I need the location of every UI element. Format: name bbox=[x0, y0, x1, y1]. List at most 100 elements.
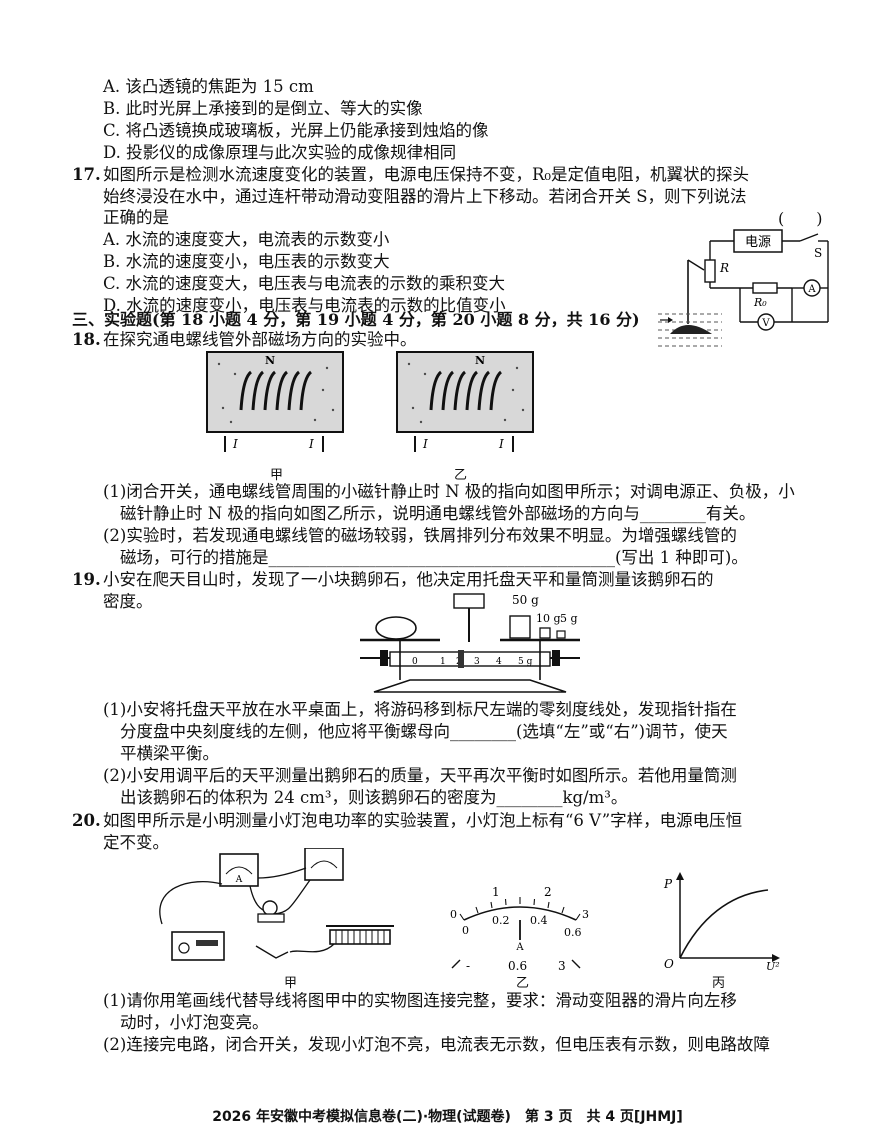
weight-10g-label: 10 g bbox=[536, 612, 561, 625]
q20-caption-yi: 乙 bbox=[516, 976, 530, 991]
dial-end-0-inner: 0 bbox=[462, 924, 469, 937]
wing-probe bbox=[670, 325, 712, 334]
q17-answer-paren: ( ) bbox=[778, 209, 823, 228]
ammeter-device-label: A bbox=[235, 875, 243, 885]
q18-figure-jia: N I I bbox=[206, 351, 344, 452]
terminal-06: 0.6 bbox=[508, 959, 527, 973]
rider bbox=[458, 650, 464, 668]
q18-number: 18. bbox=[72, 330, 101, 349]
pole-label: N bbox=[265, 354, 275, 367]
solenoid-coil bbox=[429, 370, 503, 411]
q17-number: 17. bbox=[72, 165, 101, 184]
weight-10g bbox=[539, 627, 551, 639]
q20-part1-line1: (1)请你用笔画线代替导线将图甲中的实物图连接完整，要求：滑动变阻器的滑片向左移 bbox=[103, 991, 737, 1010]
scale-tick-0: 0 bbox=[412, 657, 418, 667]
bulb bbox=[262, 900, 278, 916]
weight-50g bbox=[509, 615, 531, 639]
q18-part1-line1: (1)闭合开关，通电螺线管周围的小磁针静止时 N 极的指向如图甲所示；对调电源正… bbox=[103, 482, 795, 501]
graph-origin-label: O bbox=[664, 957, 674, 970]
balance-base bbox=[373, 679, 567, 693]
q18-part2-line2: 磁场，可行的措施是_______________________________… bbox=[120, 548, 748, 567]
p-u2-curve bbox=[679, 889, 769, 959]
pole-label: N bbox=[475, 354, 485, 367]
q16-option-c: C. 将凸透镜换成玻璃板，光屏上仍能承接到烛焰的像 bbox=[103, 121, 489, 140]
q19-part1-line1: (1)小安将托盘天平放在水平桌面上，将游码移到标尺左端的零刻度线处，发现指针指在 bbox=[103, 700, 737, 719]
graph-p-label: P bbox=[663, 877, 673, 891]
q20-figure-jia: A bbox=[159, 848, 394, 961]
graph-u2-label: U² bbox=[766, 960, 780, 970]
q17-stem-line2: 始终浸没在水中，通过连杆带动滑动变阻器的滑片上下移动。若闭合开关 S，则下列说法 bbox=[103, 187, 747, 206]
current-label-left: I bbox=[232, 437, 238, 451]
q20-stem-line1: 如图甲所示是小明测量小灯泡电功率的实验装置，小灯泡上标有“6 V”字样，电源电压… bbox=[103, 811, 743, 830]
weight-5g-label: 5 g bbox=[560, 612, 578, 625]
dial-end-3: 3 bbox=[582, 908, 589, 921]
q20-figure-yi: 1 2 0.2 0.4 0 3 0 0.6 A - 0.6 3 bbox=[450, 885, 589, 973]
switch-device bbox=[255, 945, 289, 959]
q20-number: 20. bbox=[72, 811, 101, 830]
resistor-r0 bbox=[752, 282, 778, 294]
q18-part1-line2: 磁针静止时 N 极的指向如图乙所示，说明通电螺线管外部磁场的方向与_______… bbox=[120, 504, 756, 523]
weight-50g-label: 50 g bbox=[512, 593, 539, 607]
terminal-neg: - bbox=[466, 959, 470, 973]
q19-part1-line2: 分度盘中央刻度线的左侧，他应将平衡螺母向________(选填“左”或“右”)调… bbox=[120, 722, 728, 741]
q19-part1-line3: 平横梁平衡。 bbox=[120, 744, 219, 763]
terminal-3: 3 bbox=[558, 959, 566, 973]
r0-label: R₀ bbox=[753, 296, 767, 309]
q17-option-a: A. 水流的速度变大，电流表的示数变小 bbox=[103, 230, 390, 249]
q18-caption-yi: 乙 bbox=[454, 468, 468, 483]
q20-figure-bing: P O U² bbox=[663, 872, 780, 970]
q17-option-d: D. 水流的速度变小，电压表与电流表的示数的比值变小 bbox=[103, 296, 506, 315]
dial-end-0-outer: 0 bbox=[450, 908, 457, 921]
power-label: 电源 bbox=[745, 235, 771, 250]
q19-number: 19. bbox=[72, 570, 101, 589]
balance-nut-right bbox=[552, 650, 560, 666]
scale-tick-3: 3 bbox=[474, 657, 480, 667]
dial-unit: A bbox=[515, 942, 524, 953]
switch-label: S bbox=[814, 246, 822, 260]
dial-inner-02: 0.2 bbox=[492, 914, 510, 927]
scale-dial bbox=[453, 593, 485, 609]
switch bbox=[799, 233, 819, 242]
q17-option-b: B. 水流的速度变小，电压表的示数变大 bbox=[103, 252, 390, 271]
q19-stem-line2: 密度。 bbox=[103, 592, 153, 611]
q16-option-b: B. 此时光屏上承接到的是倒立、等大的实像 bbox=[103, 99, 423, 118]
q20-caption-bing: 丙 bbox=[712, 976, 726, 991]
dial-top-2: 2 bbox=[544, 885, 552, 899]
q17-circuit-figure: 电源 S R R₀ A V bbox=[658, 229, 829, 347]
dial-top-1: 1 bbox=[492, 885, 500, 899]
q18-figure-yi: N I I bbox=[396, 351, 534, 452]
q16-option-a: A. 该凸透镜的焦距为 15 cm bbox=[103, 77, 314, 96]
current-label-right: I bbox=[308, 437, 314, 451]
solenoid-coil bbox=[239, 370, 313, 411]
q20-part2-line1: (2)连接完电路，闭合开关，发现小灯泡不亮，电流表无示数，但电压表有示数，则电路… bbox=[103, 1035, 770, 1054]
q19-part2-line1: (2)小安用调平后的天平测量出鹅卵石的质量，天平再次平衡时如图所示。若他用量筒测 bbox=[103, 766, 737, 785]
q19-part2-line2: 出该鹅卵石的体积为 24 cm³，则该鹅卵石的密度为________kg/m³。 bbox=[120, 788, 628, 807]
page-footer: 2026 年安徽中考模拟信息卷(二)·物理(试题卷) 第 3 页 共 4 页[J… bbox=[212, 1109, 683, 1125]
q18-caption-jia: 甲 bbox=[270, 468, 284, 483]
scale-tick-4: 4 bbox=[496, 657, 502, 667]
weight-5g bbox=[556, 630, 566, 639]
q20-part1-line2: 动时，小灯泡变亮。 bbox=[120, 1013, 269, 1032]
q17-option-c: C. 水流的速度变大，电压表与电流表的示数的乘积变大 bbox=[103, 274, 506, 293]
rheostat-r bbox=[704, 259, 716, 283]
q20-caption-jia: 甲 bbox=[284, 976, 298, 991]
q17-stem-line1: 如图所示是检测水流速度变化的装置，电源电压保持不变，R₀是定值电阻，机翼状的探头 bbox=[103, 165, 750, 184]
current-label-right: I bbox=[498, 437, 504, 451]
dial-arc bbox=[463, 906, 577, 921]
dial-inner-04: 0.4 bbox=[530, 914, 548, 927]
q18-stem: 在探究通电螺线管外部磁场方向的实验中。 bbox=[103, 330, 417, 349]
r-label: R bbox=[719, 261, 729, 275]
ammeter-label: A bbox=[807, 284, 816, 295]
ammeter-device bbox=[219, 853, 259, 887]
section-3-heading: 三、实验题(第 18 小题 4 分，第 19 小题 4 分，第 20 小题 8 … bbox=[72, 310, 640, 329]
q16-option-d: D. 投影仪的成像原理与此次实验的成像规律相同 bbox=[103, 143, 457, 162]
voltmeter-label: V bbox=[761, 318, 770, 329]
q17-stem-line3: 正确的是 bbox=[103, 208, 169, 227]
q18-part2-line1: (2)实验时，若发现通电螺线管的磁场较弱，铁屑排列分布效果不明显。为增强螺线管的 bbox=[103, 526, 737, 545]
q19-balance-figure: 50 g 10 g 5 g 0 1 2 3 4 5 g bbox=[360, 593, 580, 693]
slider-arm bbox=[687, 259, 705, 271]
q20-stem-line2: 定不变。 bbox=[103, 833, 169, 852]
scale-tick-1: 1 bbox=[440, 657, 446, 667]
current-label-left: I bbox=[422, 437, 428, 451]
dial-end-06: 0.6 bbox=[564, 926, 582, 939]
